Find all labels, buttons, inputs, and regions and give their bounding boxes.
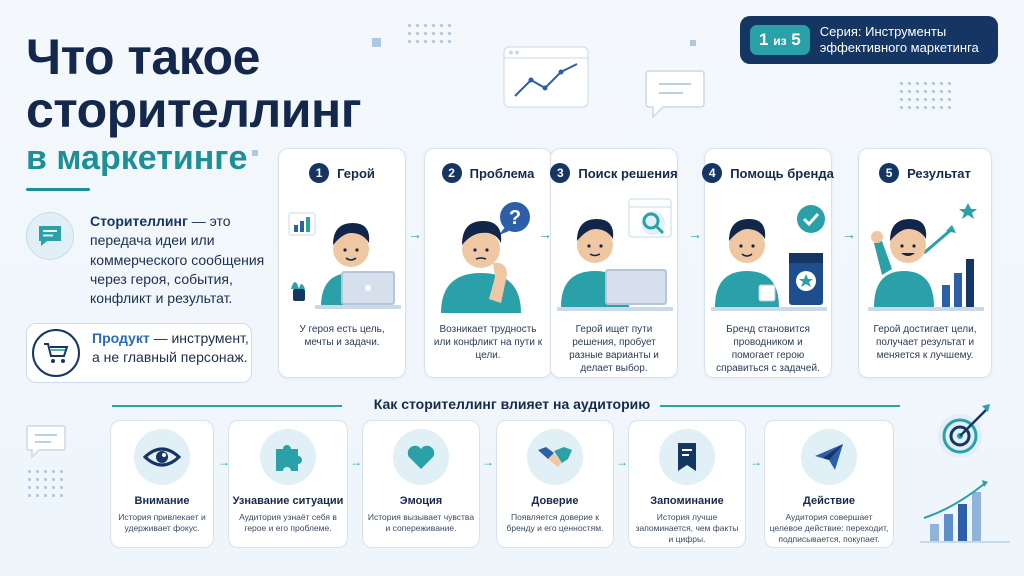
message-icon <box>26 212 74 260</box>
series-counter: 1 из 5 <box>750 25 810 55</box>
audience-description: История лучше запоминается, чем факты и … <box>635 512 739 545</box>
decor-square <box>372 38 381 47</box>
audience-card-emotion: Эмоция История вызывает чувства и сопере… <box>362 420 480 548</box>
audience-card-action: Действие Аудитория совершает целевое дей… <box>764 420 894 548</box>
step-description: Герой ищет пути решения, пробует разные … <box>569 324 659 374</box>
section-title: Как сторителлинг влияет на аудиторию <box>373 396 651 412</box>
audience-card-memory: Запоминание История лучше запоминается, … <box>628 420 746 548</box>
audience-title: Эмоция <box>399 495 443 507</box>
decor-dots <box>408 24 451 43</box>
section-divider-right <box>660 405 900 407</box>
section-divider-left <box>112 405 342 407</box>
audience-title: Узнавание ситуации <box>232 495 344 507</box>
arrow-right-icon: → <box>750 455 762 469</box>
audience-description: История привлекает и удерживает фокус. <box>118 512 206 534</box>
arrow-right-icon: → <box>350 455 362 469</box>
arrow-right-icon: → <box>538 226 552 242</box>
heart-icon <box>393 429 449 485</box>
handshake-icon <box>527 429 583 485</box>
step-description: Возникает трудность или конфликт на пути… <box>433 324 543 361</box>
step-title: Проблема <box>469 165 535 181</box>
growth-bars-icon <box>920 480 1010 543</box>
decor-square <box>352 100 357 105</box>
decor-square <box>690 40 696 46</box>
audience-description: Аудитория совершает целевое действие: пе… <box>769 512 889 545</box>
definition-product: Продукт — инструмент, а не главный персо… <box>32 329 258 377</box>
target-icon <box>938 404 990 458</box>
brand-help-illustration <box>711 205 827 311</box>
audience-title: Действие <box>803 495 855 507</box>
page-subtitle: в маркетинге <box>26 139 248 177</box>
step-number: 1 <box>309 163 330 183</box>
step-title: Результат <box>907 165 971 181</box>
series-badge: 1 из 5 Серия: Инструменты эффективного м… <box>740 16 998 64</box>
step-title: Помощь бренда <box>730 165 834 181</box>
decor-dots <box>28 470 63 497</box>
arrow-right-icon: → <box>218 455 230 469</box>
definition-storytelling: Сторителлинг — это передача идеи или ком… <box>26 212 266 309</box>
audience-card-trust: Доверие Появляется доверие к бренду и ег… <box>496 420 614 548</box>
decor-square <box>252 150 258 156</box>
audience-card-recognition: Узнавание ситуации Аудитория узнаёт себя… <box>228 420 348 548</box>
step-card-hero: 1 Герой У героя есть цель, мечты и задачи… <box>278 148 406 378</box>
series-label: Серия: Инструменты эффективного маркетин… <box>819 23 979 55</box>
audience-title: Внимание <box>134 495 190 507</box>
hero-thinking-illustration: ? <box>441 202 530 313</box>
decor-chat-bubble-icon <box>26 425 66 459</box>
puzzle-icon <box>260 429 316 485</box>
step-description: Герой достигает цели, получает результат… <box>873 324 977 361</box>
audience-description: Аудитория узнаёт себя в герое и его проб… <box>239 512 337 534</box>
audience-title: Доверие <box>531 495 579 507</box>
decor-dots <box>900 82 951 109</box>
definition-text: Продукт — инструмент, а не главный персо… <box>92 330 249 366</box>
definition-text: Сторителлинг — это передача идеи или ком… <box>90 213 265 307</box>
step-number: 5 <box>879 163 900 183</box>
shopping-cart-icon <box>32 329 80 377</box>
step-number: 3 <box>550 163 571 183</box>
hero-success-illustration <box>868 203 984 311</box>
audience-description: Появляется доверие к бренду и его ценнос… <box>506 512 604 534</box>
decor-chat-bubble-icon <box>645 70 705 119</box>
step-title: Поиск решения <box>578 165 678 181</box>
step-title: Герой <box>337 165 375 181</box>
arrow-right-icon: → <box>616 455 628 469</box>
bookmark-icon <box>659 429 715 485</box>
arrow-right-icon: → <box>842 226 856 242</box>
step-number: 2 <box>441 163 462 183</box>
svg-text:?: ? <box>509 207 521 229</box>
decor-chart-window-icon <box>503 46 589 108</box>
page-title-line1: Что такое <box>26 29 260 85</box>
step-card-brand-help: 4 Помощь бренда Бренд становится проводни… <box>702 148 834 378</box>
paper-plane-icon <box>801 429 857 485</box>
step-card-search: 3 Поиск решения Герой ищет пути решения, … <box>550 148 678 378</box>
arrow-right-icon: → <box>482 455 494 469</box>
audience-title: Запоминание <box>650 495 724 507</box>
hero-searching-illustration <box>557 198 673 311</box>
arrow-right-icon: → <box>408 226 422 242</box>
audience-description: История вызывает чувства и сопереживание… <box>367 512 475 534</box>
eye-icon <box>134 429 190 485</box>
title-underline <box>26 188 90 191</box>
step-description: У героя есть цель, мечты и задачи. <box>299 324 385 348</box>
audience-card-attention: Внимание История привлекает и удерживает… <box>110 420 214 548</box>
step-number: 4 <box>702 163 723 183</box>
arrow-right-icon: → <box>688 226 702 242</box>
hero-at-laptop-illustration <box>288 212 401 309</box>
step-card-result: 5 Результат Герой достигает цели, получае… <box>858 148 992 378</box>
page-title-line2: сторителлинг <box>26 82 362 138</box>
step-card-problem: 2 Проблема ? Возникает трудность или конф… <box>424 148 552 378</box>
step-description: Бренд становится проводником и помогает … <box>716 324 820 374</box>
